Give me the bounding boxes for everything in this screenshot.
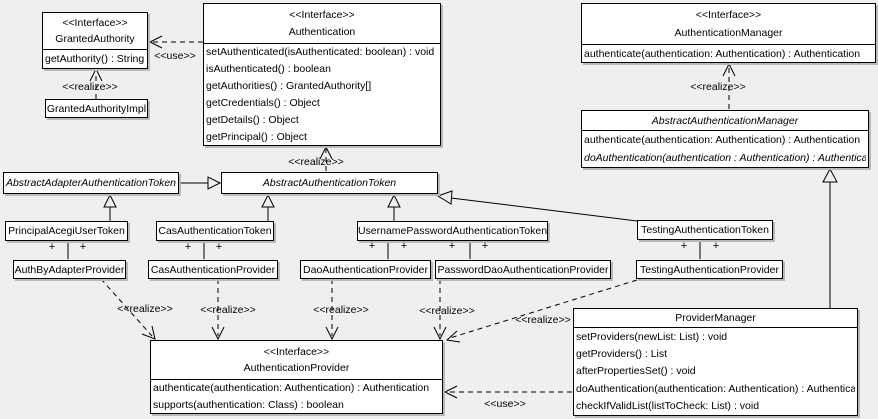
- method: authenticate(authentication: Authenticat…: [584, 47, 861, 60]
- realize-arrow: [433, 279, 447, 341]
- class-name: CasAuthenticationToken: [158, 225, 272, 237]
- realize-label: <<realize>>: [117, 303, 173, 315]
- class-box-username-password-authentication-token: UsernamePasswordAuthenticationToken: [357, 221, 548, 241]
- multiplicity-plus: +: [48, 241, 56, 253]
- realize-arrow: [100, 278, 156, 340]
- class-name: AbstractAuthenticationToken: [262, 177, 397, 189]
- realize-arrow: [211, 279, 225, 341]
- class-name: DaoAuthenticationProvider: [303, 263, 428, 276]
- class-box-authentication-provider: <<Interface>> AuthenticationProvider aut…: [150, 340, 443, 414]
- realize-arrow: [319, 145, 333, 171]
- generalization-arrow: [103, 193, 117, 221]
- method: setAuthenticated(isAuthenticated: boolea…: [206, 46, 435, 59]
- class-box-provider-manager: ProviderManager setProviders(newList: Li…: [573, 308, 858, 416]
- class-box-testing-authentication-provider: TestingAuthenticationProvider: [636, 260, 783, 279]
- realize-label: <<realize>>: [200, 304, 256, 316]
- class-box-granted-authority: <<Interface>> GrantedAuthority getAuthor…: [42, 12, 148, 69]
- use-arrow: [443, 385, 572, 399]
- realize-label: <<realize>>: [62, 81, 118, 93]
- multiplicity-plus: +: [184, 241, 192, 253]
- class-box-authentication: <<Interface>> Authentication setAuthenti…: [203, 3, 441, 146]
- method: getAuthority() : String: [45, 53, 145, 65]
- class-name: TestingAuthenticationProvider: [640, 263, 779, 276]
- generalization-arrow: [822, 167, 838, 308]
- class-box-authentication-manager: <<Interface>> AuthenticationManager auth…: [581, 3, 876, 63]
- multiplicity-plus: +: [400, 240, 408, 252]
- class-box-principal-acegi-user-token: PrincipalAcegiUserToken: [5, 221, 128, 241]
- method: getAuthorities() : GrantedAuthority[]: [206, 80, 372, 93]
- class-name: CasAuthenticationProvider: [150, 263, 276, 276]
- class-name: AuthenticationManager: [674, 26, 783, 39]
- use-arrow: [148, 35, 203, 49]
- realize-label: <<realize>>: [313, 304, 369, 316]
- stereotype: <<Interface>>: [289, 9, 355, 21]
- class-box-abstract-adapter-authentication-token: AbstractAdapterAuthenticationToken: [3, 172, 179, 194]
- multiplicity-plus: +: [680, 240, 688, 252]
- stereotype: <<Interface>>: [263, 345, 330, 358]
- method: getPrincipal() : Object: [206, 130, 307, 143]
- association-line: [67, 240, 701, 259]
- method: setProviders(newList: List) : void: [576, 330, 728, 343]
- stereotype: <<Interface>>: [695, 9, 762, 22]
- class-name: GrantedAuthority: [55, 33, 135, 45]
- class-box-abstract-authentication-manager: AbstractAuthenticationManager authentica…: [581, 110, 869, 168]
- class-name: UsernamePasswordAuthenticationToken: [357, 225, 548, 237]
- class-name: PasswordDaoAuthenticationProvider: [437, 263, 609, 276]
- method: getProviders() : List: [576, 348, 668, 361]
- generalization-arrow: [261, 193, 275, 221]
- multiplicity-plus: +: [215, 241, 223, 253]
- generalization-arrow: [179, 176, 222, 190]
- class-box-cas-authentication-token: CasAuthenticationToken: [156, 221, 274, 241]
- class-box-auth-by-adapter-provider: AuthByAdapterProvider: [13, 260, 126, 279]
- method: authenticate(authentication: Authenticat…: [584, 134, 861, 146]
- class-name: AuthByAdapterProvider: [14, 263, 125, 276]
- method: getDetails() : Object: [206, 113, 299, 126]
- multiplicity-plus: +: [481, 240, 489, 252]
- multiplicity-plus: +: [79, 241, 87, 253]
- multiplicity-plus: +: [368, 240, 376, 252]
- realize-arrow: [445, 279, 638, 343]
- method: authenticate(authentication: Authenticat…: [153, 382, 430, 395]
- use-label: <<use>>: [484, 398, 526, 410]
- method: doAuthentication(authentication: Authent…: [576, 382, 855, 395]
- generalization-arrow: [436, 190, 638, 222]
- class-name: Authentication: [288, 26, 356, 38]
- class-name: ProviderManager: [675, 312, 756, 324]
- realize-label: <<realize>>: [288, 156, 344, 168]
- class-name: GrantedAuthorityImpl: [46, 102, 147, 115]
- use-label: <<use>>: [154, 50, 196, 62]
- realize-label: <<realize>>: [690, 81, 746, 93]
- method: afterPropertiesSet() : void: [576, 365, 696, 378]
- class-box-abstract-authentication-token: AbstractAuthenticationToken: [221, 172, 438, 194]
- class-name: AbstractAdapterAuthenticationToken: [5, 177, 177, 189]
- realize-label: <<realize>>: [419, 305, 475, 317]
- class-name: AbstractAuthenticationManager: [651, 114, 799, 127]
- method: isAuthenticated() : boolean: [206, 63, 331, 76]
- class-name: TestingAuthenticationToken: [641, 224, 769, 236]
- class-name: PrincipalAcegiUserToken: [8, 225, 125, 237]
- class-box-granted-authority-impl: GrantedAuthorityImpl: [45, 99, 148, 118]
- method: getCredentials() : Object: [206, 96, 320, 109]
- class-box-dao-authentication-provider: DaoAuthenticationProvider: [300, 260, 431, 279]
- class-box-cas-authentication-provider: CasAuthenticationProvider: [148, 260, 278, 279]
- realize-arrow: [89, 67, 103, 99]
- realize-arrow: [325, 279, 339, 341]
- stereotype: <<Interface>>: [62, 17, 128, 29]
- method: checkIfValidList(listToCheck: List) : vo…: [576, 400, 760, 413]
- method: doAuthentication(authentication : Authen…: [584, 152, 866, 164]
- method: supports(authentication: Class) : boolea…: [153, 398, 344, 411]
- multiplicity-plus: +: [448, 240, 456, 252]
- multiplicity-plus: +: [712, 240, 720, 252]
- realize-label: <<realize>>: [515, 314, 571, 326]
- generalization-arrow: [387, 193, 401, 221]
- class-box-testing-authentication-token: TestingAuthenticationToken: [637, 220, 773, 240]
- class-box-password-dao-authentication-provider: PasswordDaoAuthenticationProvider: [435, 260, 611, 279]
- realize-arrow: [722, 62, 736, 109]
- class-name: AuthenticationProvider: [243, 362, 350, 375]
